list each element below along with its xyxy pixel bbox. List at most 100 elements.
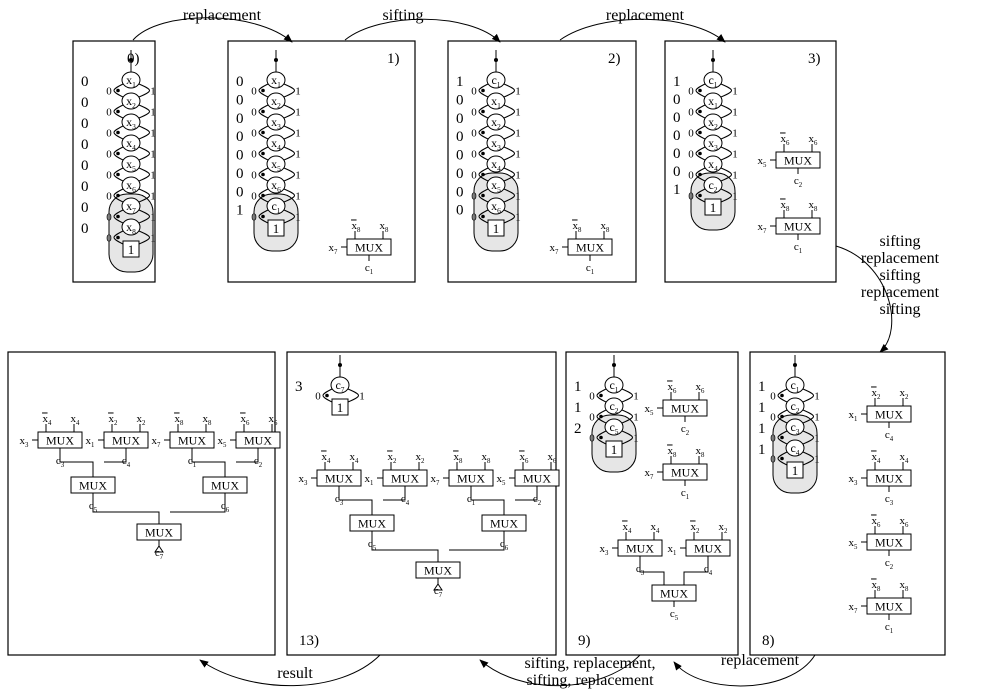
mux-label: MUX [671, 466, 699, 480]
edge-hi-label: 1 [295, 86, 301, 98]
node-label-text: x2 [708, 115, 718, 131]
level-number: 0 [456, 111, 464, 127]
complement-dot [698, 109, 702, 114]
mux-output-label-text: c3 [56, 455, 65, 469]
mux-input-pos: x8 [203, 413, 213, 427]
node-label-text: c3 [790, 420, 799, 436]
edge-hi-label: 1 [633, 433, 639, 445]
mux-select-label: x7 [152, 435, 162, 449]
node-label: x1 [491, 94, 501, 110]
bdd-node [486, 155, 506, 173]
panel-number: 2) [608, 51, 621, 67]
edge-hi [138, 83, 150, 98]
edge-hi [503, 125, 515, 140]
terminal-label: 1 [337, 400, 344, 415]
mux-input-neg-text: x8 [573, 220, 583, 234]
node-label-text: c7 [335, 378, 344, 394]
level-number: 1 [673, 182, 681, 198]
level-number: 0 [673, 110, 681, 126]
mux-select-label: x5 [849, 537, 859, 551]
edge-lo [695, 104, 706, 119]
transform-arrow: replacement [673, 652, 816, 687]
node-label: c4 [790, 441, 799, 457]
edge-lo [695, 146, 706, 161]
edge-hi [720, 104, 732, 119]
bdd-node [703, 92, 723, 110]
mux-label: MUX [875, 536, 903, 550]
node-label: c2 [708, 178, 717, 194]
edge-hi [138, 125, 150, 140]
edge-lo-label: 0 [106, 149, 112, 161]
complement-dot [116, 193, 120, 198]
mux-input-neg: x2 [387, 450, 397, 465]
level-number: 1 [456, 74, 464, 90]
node-label-text: c1 [708, 73, 717, 89]
mux-select-label-text: x7 [431, 473, 441, 487]
edge-hi-label: 1 [295, 149, 301, 161]
edge-lo [478, 188, 489, 203]
tree-wire [191, 454, 226, 477]
node-label: x5 [126, 157, 136, 173]
mux-label: MUX [490, 517, 518, 531]
edge-hi [802, 388, 814, 403]
mux-input-pos-text: x2 [719, 521, 729, 535]
mux-label: MUX [112, 434, 140, 448]
inverter-triangle [154, 545, 164, 553]
complement-dot [481, 88, 485, 93]
mux-output-label: c1 [365, 262, 373, 276]
node-label: c7 [335, 378, 344, 394]
edge-hi-label: 1 [633, 412, 639, 424]
mux-input-pos-text: x8 [601, 220, 611, 234]
mux-output-label-text: c1 [681, 487, 689, 501]
mux-input-neg: x6 [519, 450, 529, 465]
complement-dot [261, 151, 265, 156]
node-label-text: x6 [271, 178, 281, 194]
node-label: x6 [126, 178, 136, 194]
mux-input-neg: x6 [240, 412, 250, 427]
mux-output-label-text: c2 [533, 493, 542, 507]
root-dot [711, 58, 715, 62]
complement-dot [116, 172, 120, 177]
mux-input-neg-text: x8 [352, 220, 362, 234]
node-label: x5 [491, 178, 501, 194]
node-label-text: c4 [790, 441, 799, 457]
node-label: x6 [491, 199, 501, 215]
arrow-label: sifting [880, 233, 921, 250]
tree-wire [515, 492, 538, 501]
edge-hi [138, 188, 150, 203]
edge-lo [322, 388, 333, 403]
mux-select-label: x7 [431, 473, 441, 487]
terminal-label: 1 [710, 200, 717, 215]
node-label-text: x5 [126, 157, 136, 173]
node-label: x3 [491, 136, 501, 152]
edge-lo [695, 167, 706, 182]
edge-hi-label: 1 [295, 128, 301, 140]
node-label: x1 [271, 73, 281, 89]
level-number: 0 [81, 137, 89, 153]
mux-label: MUX [358, 517, 386, 531]
mux-label: MUX [576, 241, 604, 255]
mux-input-pos-text: x6 [269, 413, 279, 427]
tree-wire [59, 454, 94, 477]
mux-label: MUX [626, 542, 654, 556]
mux-input-pos: x4 [71, 413, 81, 427]
mux-input-pos: x8 [380, 220, 390, 234]
arrow-label: replacement [183, 7, 262, 24]
node-label-text: c2 [790, 399, 799, 415]
bdd-node [121, 155, 141, 173]
mux-output-label: c1 [586, 262, 594, 276]
mux-select-label: x1 [86, 435, 95, 449]
tree-wire [92, 499, 160, 524]
edge-hi-label: 1 [295, 170, 301, 182]
node-label: x2 [126, 94, 136, 110]
edge-hi [621, 430, 633, 445]
mux-label: MUX [875, 472, 903, 486]
edge-lo-label: 0 [688, 107, 694, 119]
mux-label: MUX [875, 600, 903, 614]
mux-input-neg-text: x8 [668, 445, 678, 459]
mux-input-pos-text: x6 [696, 381, 706, 395]
mux-input-neg-text: x2 [109, 413, 119, 427]
level-number: 0 [673, 128, 681, 144]
